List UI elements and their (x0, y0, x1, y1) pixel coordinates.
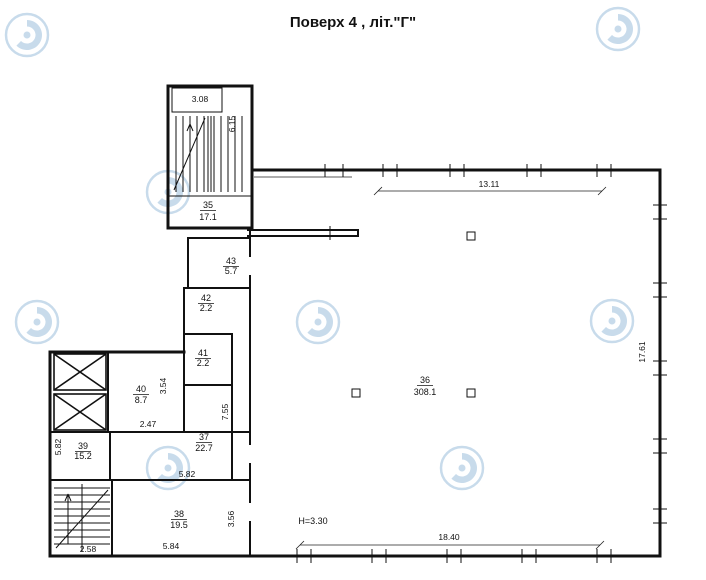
room-40-label: 40 8.7 (133, 384, 149, 405)
room-43-number: 43 (226, 256, 236, 266)
room-41-area: 2.2 (197, 358, 210, 368)
window-ticks (296, 164, 667, 563)
columns (351, 231, 476, 398)
room-40-area: 8.7 (135, 395, 148, 405)
dim-r40-w: 2.47 (140, 419, 157, 429)
watermark-logo (589, 298, 635, 344)
dimension-texts: 13.11 18.40 17.61 3.08 6.15 3.54 7.55 5.… (53, 94, 647, 554)
room-35-number: 35 (203, 200, 213, 210)
room-38-area: 19.5 (170, 520, 188, 530)
dim-r38-h: 3.56 (226, 510, 236, 527)
room-35-label: 35 17.1 (199, 200, 217, 222)
dim-main-top: 13.11 (479, 179, 500, 189)
room-39-area: 15.2 (74, 451, 92, 461)
room-36-area: 308.1 (414, 387, 437, 397)
dim-stair-top-h: 6.15 (227, 115, 237, 132)
room-39-number: 39 (78, 441, 88, 451)
ceiling-height-note: H=3.30 (298, 516, 327, 526)
dim-main-bottom: 18.40 (438, 532, 460, 542)
room-41-number: 41 (198, 348, 208, 358)
dim-stair-bot-w: 2.58 (80, 544, 97, 554)
watermark-logo (595, 6, 641, 52)
dim-r39-h: 5.82 (53, 438, 63, 455)
dim-main-right: 17.61 (637, 341, 647, 363)
watermark-logo (14, 299, 60, 345)
room-42-number: 42 (201, 293, 211, 303)
page-title: Поверх 4 , літ."Г" (290, 14, 416, 31)
room-36-label: 36 308.1 (414, 375, 437, 397)
room-36-number: 36 (420, 375, 430, 385)
room-41-label: 41 2.2 (195, 348, 211, 368)
watermark-layer (4, 6, 641, 491)
room-35-area: 17.1 (199, 212, 217, 222)
watermark-logo (4, 12, 50, 58)
dim-corridor-l: 7.55 (220, 403, 230, 420)
watermark-logo (439, 445, 485, 491)
room-42-label: 42 2.2 (198, 293, 214, 313)
room-37-area: 22.7 (195, 443, 213, 453)
watermark-logo (145, 445, 191, 491)
dim-stair-top-w: 3.08 (192, 94, 209, 104)
dim-r38-bottom: 5.84 (163, 541, 180, 551)
room-40-number: 40 (136, 384, 146, 394)
dim-r40-h: 3.54 (158, 377, 168, 394)
room-37-label: 37 22.7 (195, 432, 213, 453)
watermark-logo (295, 299, 341, 345)
stairs-lower (54, 484, 110, 552)
dim-r38-top: 5.82 (179, 469, 196, 479)
elevator-shafts (53, 353, 107, 431)
room-38-number: 38 (174, 509, 184, 519)
room-43-area: 5.7 (225, 266, 238, 276)
room-38-label: 38 19.5 (170, 509, 188, 530)
room-labels: 35 17.1 43 5.7 42 2.2 41 2.2 40 8.7 39 1… (74, 200, 436, 530)
room-42-area: 2.2 (200, 303, 213, 313)
room-43-label: 43 5.7 (223, 256, 239, 276)
walls (48, 84, 662, 558)
room-39-label: 39 15.2 (74, 441, 92, 461)
room-37-number: 37 (199, 432, 209, 442)
stairs-upper (169, 87, 251, 197)
dimension-lines (295, 186, 607, 550)
